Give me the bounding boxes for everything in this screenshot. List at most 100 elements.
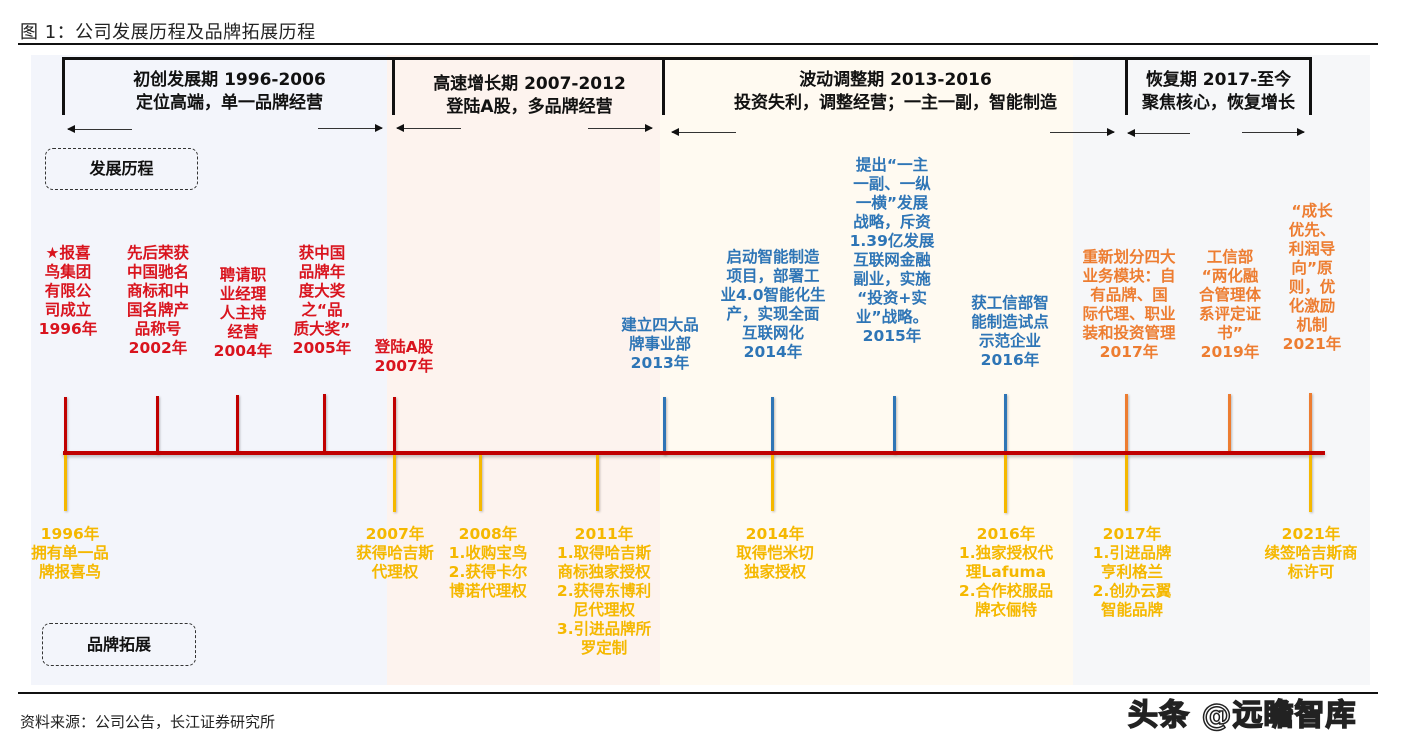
phase-desc: 定位高端，单一品牌经营 — [136, 93, 323, 113]
event-text: 1.收购宝鸟 2.获得卡尔 博诺代理权 — [448, 544, 528, 600]
phase-header-startup: 初创发展期 1996-2006 定位高端，单一品牌经营 — [62, 57, 394, 115]
event-year: 2013年 — [630, 354, 690, 372]
section-label-brand: 品牌拓展 — [42, 623, 196, 666]
event-year: 1996年 — [40, 525, 100, 543]
tick-brand-1996 — [64, 455, 67, 511]
event-text: 获得哈吉斯 代理权 — [356, 544, 434, 581]
top-rule — [18, 43, 1378, 45]
event-year: 2002年 — [128, 339, 188, 357]
phase-desc: 投资失利，调整经营；一主一副，智能制造 — [734, 93, 1057, 113]
timeline-axis — [63, 451, 1325, 455]
phase-header-growth: 高速增长期 2007-2012 登陆A股，多品牌经营 — [392, 57, 664, 117]
event-year: 1996年 — [38, 320, 98, 338]
arrow-left-icon — [1127, 129, 1190, 137]
event-year: 2008年 — [458, 525, 518, 543]
phase-panel-startup — [31, 55, 387, 685]
arrow-left-icon — [671, 128, 736, 136]
event-text: 获中国 品牌年 度大奖 之“品 质大奖” — [293, 244, 351, 338]
event-text: 登陆A股 — [374, 338, 434, 356]
event-text: 1.引进品牌 亨利格兰 2.创办云翼 智能品牌 — [1092, 544, 1172, 619]
tick-brand-2007 — [393, 455, 396, 512]
event-year: 2016年 — [976, 525, 1036, 543]
dev-event-2021: “成长 优先、 利润导 向”原 则，优 化激励 机制 2021年 — [1276, 202, 1348, 354]
brand-event-2011: 2011年 1.取得哈吉斯 商标独家授权 2.获得东博利 尼代理权 3.引进品牌… — [546, 525, 662, 658]
tick-brand-2011 — [596, 455, 599, 511]
brand-event-2014: 2014年 取得恺米切 独家授权 — [726, 525, 824, 582]
section-label-development: 发展历程 — [45, 148, 198, 190]
phase-name: 初创发展期 1996-2006 — [133, 70, 326, 90]
watermark: 头条 @远瞻智库 — [1127, 697, 1357, 734]
brand-event-2008: 2008年 1.收购宝鸟 2.获得卡尔 博诺代理权 — [440, 525, 536, 601]
event-year: 2017年 — [1099, 343, 1159, 361]
dev-event-2002: 先后荣获 中国驰名 商标和中 国名牌产 品称号 2002年 — [114, 244, 202, 358]
arrow-right-icon — [1050, 128, 1115, 136]
event-text: 拥有单一品 牌报喜鸟 — [31, 544, 109, 581]
tick-brand-2016 — [1004, 455, 1007, 513]
event-text: 工信部 “两化融 合管理体 系评定证 书” — [1198, 248, 1261, 342]
event-text: 先后荣获 中国驰名 商标和中 国名牌产 品称号 — [126, 244, 189, 338]
brand-event-2017: 2017年 1.引进品牌 亨利格兰 2.创办云翼 智能品牌 — [1084, 525, 1180, 620]
arrow-right-icon — [1242, 128, 1305, 136]
tick-brand-2014 — [771, 455, 774, 511]
source-note: 资料来源：公司公告，长江证券研究所 — [20, 713, 276, 731]
brand-event-1996: 1996年 拥有单一品 牌报喜鸟 — [22, 525, 118, 582]
tick-dev-2021 — [1309, 393, 1312, 453]
tick-dev-2019 — [1228, 394, 1231, 452]
event-year: 2017年 — [1102, 525, 1162, 543]
dev-event-2005: 获中国 品牌年 度大奖 之“品 质大奖” 2005年 — [286, 244, 358, 358]
tick-dev-2016 — [1004, 394, 1007, 453]
arrow-left-icon — [67, 125, 132, 133]
tick-dev-1996 — [64, 397, 67, 453]
phase-name: 波动调整期 2013-2016 — [799, 70, 992, 90]
event-text: 续签哈吉斯商 标许可 — [1264, 544, 1358, 581]
tick-dev-2005 — [323, 394, 326, 453]
dev-event-2004: 聘请职 业经理 人主持 经营 2004年 — [208, 266, 278, 361]
figure-title: 图 1：公司发展历程及品牌拓展历程 — [20, 22, 316, 43]
tick-dev-2007 — [393, 397, 396, 453]
dev-event-2015: 提出“一主 一副、一纵 一横”发展 战略，斥资 1.39亿发展 互联网金融 副业… — [840, 156, 944, 346]
event-text: 取得恺米切 独家授权 — [736, 544, 814, 581]
event-text: 聘请职 业经理 人主持 经营 — [219, 266, 267, 341]
event-text: 1.独家授权代 理Lafuma 2.合作校服品 牌衣俪特 — [958, 544, 1054, 619]
dev-event-2017: 重新划分四大 业务模块：自 有品牌、国 际代理、职业 装和投资管理 2017年 — [1070, 248, 1188, 362]
event-year: 2016年 — [980, 351, 1040, 369]
arrow-right-icon — [588, 124, 653, 132]
dev-event-2019: 工信部 “两化融 合管理体 系评定证 书” 2019年 — [1188, 248, 1272, 362]
event-year: 2021年 — [1281, 525, 1341, 543]
phase-header-recovery: 恢复期 2017-至今 聚焦核心，恢复增长 — [1125, 57, 1312, 115]
phase-panel-growth — [387, 55, 660, 685]
tick-brand-2021 — [1309, 455, 1312, 512]
event-year: 2004年 — [213, 342, 273, 360]
event-year: 2007年 — [374, 357, 434, 375]
event-year: 2005年 — [292, 339, 352, 357]
arrow-right-icon — [318, 124, 383, 132]
event-text: 重新划分四大 业务模块：自 有品牌、国 际代理、职业 装和投资管理 — [1082, 248, 1176, 342]
dev-event-2013: 建立四大品 牌事业部 2013年 — [610, 316, 710, 373]
phase-panel-recovery — [1073, 55, 1370, 685]
event-year: 2014年 — [743, 343, 803, 361]
bottom-rule — [18, 692, 1378, 694]
event-text: 提出“一主 一副、一纵 一横”发展 战略，斥资 1.39亿发展 互联网金融 副业… — [849, 156, 935, 326]
event-text: 1.取得哈吉斯 商标独家授权 2.获得东博利 尼代理权 3.引进品牌所 罗定制 — [556, 544, 652, 657]
dev-event-2016: 获工信部智 能制造试点 示范企业 2016年 — [958, 294, 1062, 370]
dev-event-2014: 启动智能制造 项目，部署工 业4.0智能化生 产，实现全面 互联网化 2014年 — [712, 248, 834, 362]
event-year: 2021年 — [1282, 335, 1342, 353]
event-text: 获工信部智 能制造试点 示范企业 — [971, 294, 1049, 350]
tick-brand-2017 — [1125, 455, 1128, 511]
tick-dev-2002 — [156, 396, 159, 454]
event-text: 启动智能制造 项目，部署工 业4.0智能化生 产，实现全面 互联网化 — [720, 248, 826, 342]
dev-event-1996: ★报喜 鸟集团 有限公 司成立 1996年 — [36, 244, 100, 339]
arrow-left-icon — [396, 124, 461, 132]
dev-event-2007: 登陆A股 2007年 — [364, 338, 444, 376]
event-year: 2014年 — [745, 525, 805, 543]
phase-desc: 登陆A股，多品牌经营 — [446, 97, 613, 117]
event-text: ★报喜 鸟集团 有限公 司成立 — [44, 244, 92, 319]
phase-desc: 聚焦核心，恢复增长 — [1142, 93, 1295, 113]
phase-name: 恢复期 2017-至今 — [1145, 70, 1292, 90]
brand-event-2016: 2016年 1.独家授权代 理Lafuma 2.合作校服品 牌衣俪特 — [952, 525, 1060, 620]
phase-name: 高速增长期 2007-2012 — [433, 74, 626, 94]
event-text: “成长 优先、 利润导 向”原 则，优 化激励 机制 — [1288, 202, 1336, 334]
tick-brand-2008 — [479, 455, 482, 511]
tick-dev-2004 — [236, 395, 239, 453]
tick-dev-2013 — [663, 397, 666, 455]
